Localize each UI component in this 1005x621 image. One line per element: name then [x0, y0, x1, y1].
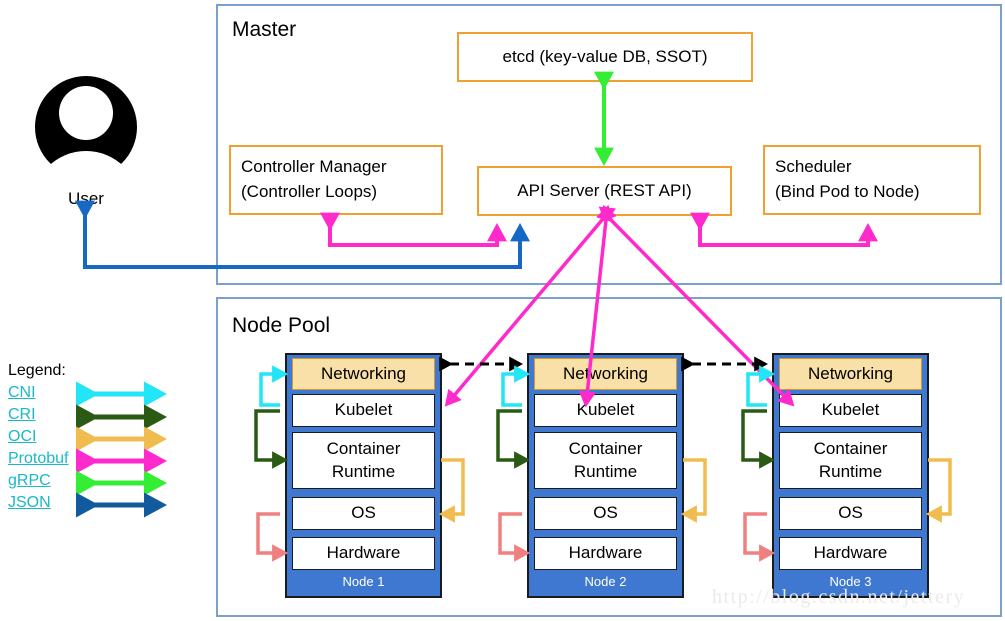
node-1-networking-label: Networking: [320, 363, 407, 383]
node-2-name: Node 2: [584, 574, 627, 589]
controller-manager-box[interactable]: Controller Manager (Controller Loops): [229, 145, 443, 215]
watermark: http://blog.csdn.net/jettery: [712, 586, 966, 608]
node-3-layer-hardware[interactable]: Hardware: [779, 537, 922, 570]
node-2-os-label: OS: [593, 503, 618, 523]
node-2-layer-container-runtime[interactable]: Container Runtime: [534, 432, 677, 489]
node-2-layer-networking[interactable]: Networking: [534, 358, 677, 390]
node-1-cr-line1: Container: [326, 439, 401, 459]
scheduler-line2: (Bind Pod to Node): [775, 182, 920, 201]
api-server-label: API Server (REST API): [517, 180, 692, 200]
legend-item-protobuf[interactable]: Protobuf: [8, 450, 69, 467]
node-3-container-runtime-label: Container Runtime: [814, 438, 888, 482]
node-1-layer-hardware[interactable]: Hardware: [292, 537, 435, 570]
legend-item-cni[interactable]: CNI: [8, 384, 36, 401]
node-1-hardware-label: Hardware: [326, 543, 401, 563]
node-3-hardware-label: Hardware: [813, 543, 888, 563]
node-1-layer-kubelet[interactable]: Kubelet: [292, 394, 435, 427]
node-1-layer-os[interactable]: OS: [292, 497, 435, 530]
legend-item-grpc[interactable]: gRPC: [8, 472, 51, 489]
master-title: Master: [232, 18, 297, 41]
user-label: User: [68, 189, 104, 208]
node-3-layer-container-runtime[interactable]: Container Runtime: [779, 432, 922, 489]
node-2-cr-line1: Container: [568, 439, 643, 459]
node-1-layer-networking[interactable]: Networking: [292, 358, 435, 390]
controller-manager-line2: (Controller Loops): [241, 182, 378, 201]
scheduler-line1: Scheduler: [775, 157, 852, 177]
legend-item-json[interactable]: JSON: [8, 494, 51, 511]
node-3-layer-kubelet[interactable]: Kubelet: [779, 394, 922, 427]
node-1-layer-container-runtime[interactable]: Container Runtime: [292, 432, 435, 489]
controller-manager-label: Controller Manager (Controller Loops): [241, 155, 387, 204]
node-2-layer-os[interactable]: OS: [534, 497, 677, 530]
node-3-name: Node 3: [829, 574, 872, 589]
etcd-label: etcd (key-value DB, SSOT): [502, 46, 708, 66]
etcd-box[interactable]: etcd (key-value DB, SSOT): [457, 32, 753, 82]
node-3-layer-os[interactable]: OS: [779, 497, 922, 530]
node-2-cr-line2: Runtime: [573, 461, 638, 481]
node-2-networking-label: Networking: [562, 363, 649, 383]
node-1-kubelet-label: Kubelet: [334, 400, 393, 420]
legend-item-oci[interactable]: OCI: [8, 428, 37, 445]
node-1-name: Node 1: [342, 574, 385, 589]
node-2-layer-hardware[interactable]: Hardware: [534, 537, 677, 570]
controller-manager-line1: Controller Manager: [241, 157, 387, 177]
scheduler-box[interactable]: Scheduler (Bind Pod to Node): [763, 145, 981, 215]
node-1-cr-line2: Runtime: [331, 461, 396, 481]
legend-title: Legend:: [8, 362, 66, 379]
node-3-cr-line1: Container: [813, 439, 888, 459]
node-3-layer-networking[interactable]: Networking: [779, 358, 922, 390]
node-3-os-label: OS: [838, 503, 863, 523]
node-3-cr-line2: Runtime: [818, 461, 883, 481]
node-2-layer-kubelet[interactable]: Kubelet: [534, 394, 677, 427]
node-1-container-runtime-label: Container Runtime: [327, 438, 401, 482]
scheduler-label: Scheduler (Bind Pod to Node): [775, 155, 920, 204]
api-server-box[interactable]: API Server (REST API): [477, 166, 732, 216]
node-3-networking-label: Networking: [807, 363, 894, 383]
node-1-os-label: OS: [351, 503, 376, 523]
legend-item-cri[interactable]: CRI: [8, 406, 36, 423]
node-2-kubelet-label: Kubelet: [576, 400, 635, 420]
node-2-container-runtime-label: Container Runtime: [569, 438, 643, 482]
node-3-kubelet-label: Kubelet: [821, 400, 880, 420]
node-2-hardware-label: Hardware: [568, 543, 643, 563]
node-pool-title: Node Pool: [232, 314, 331, 337]
